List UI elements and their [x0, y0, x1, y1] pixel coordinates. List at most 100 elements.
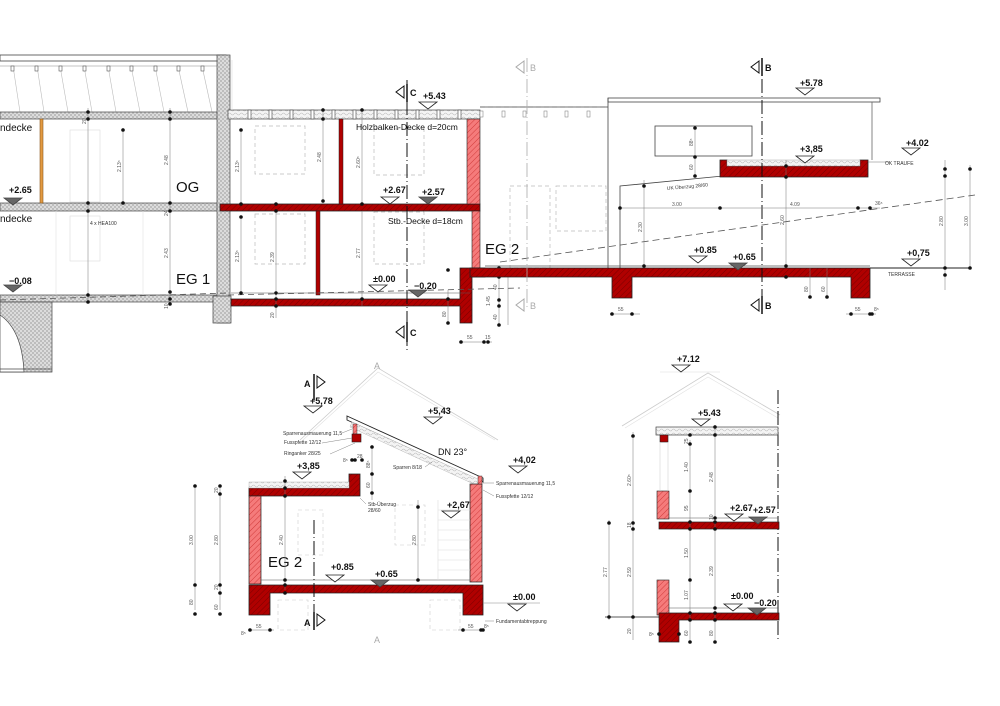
dim-text: 2.60⁵	[627, 474, 633, 486]
section-mark-c: C C	[395, 80, 417, 350]
section-a: A A A A +5,78 +5,43 +4,02 +3,85 +2,67 +0…	[189, 361, 555, 645]
dim-text: 2.60	[780, 215, 786, 225]
ceiling-label: Stb.-Decke d=18cm	[388, 216, 463, 226]
wall-new-masonry	[471, 210, 481, 269]
dim-text: 60	[366, 482, 372, 488]
slab-ground	[248, 584, 484, 616]
note-text: Fusspfette 12/12	[496, 494, 533, 500]
wall-new	[315, 210, 321, 296]
dim-text: 1.40	[684, 462, 690, 472]
note-text: 28/60	[368, 508, 381, 514]
level-label: +4,02	[513, 455, 536, 465]
dim-text: 8⁵	[649, 632, 654, 638]
note-text: 4 x HEA100	[90, 221, 117, 227]
dim-text: 1.50	[684, 548, 690, 558]
level-marker-icon	[507, 603, 527, 612]
level-marker-icon	[441, 510, 461, 519]
dim-text: 95	[684, 505, 690, 511]
level-marker-icon	[508, 465, 528, 474]
section-c: +7.12 +5.43 +2.67 +2.57 ±0.00 −0.20 2.60…	[603, 354, 781, 644]
level-label: −0.20	[414, 281, 437, 291]
dim-text: 2.40	[279, 535, 285, 545]
dim-text: 8⁵	[241, 631, 246, 637]
wall-masonry	[656, 490, 670, 520]
slab-ground	[658, 612, 780, 643]
dim-text: 2.39	[709, 566, 715, 576]
dim-text: 20	[214, 487, 220, 493]
dim-text: 60	[821, 286, 827, 292]
level-marker-icon	[901, 147, 921, 156]
level-label: +5.43	[698, 408, 721, 418]
level-label: +0,75	[907, 248, 930, 258]
dim-text: 55	[468, 624, 474, 630]
wall-right	[469, 483, 483, 583]
dim-text: 55	[855, 307, 861, 313]
note-text: OK TRAUFE	[885, 161, 914, 167]
existing-structure	[0, 54, 232, 373]
level-marker-icon	[292, 471, 312, 480]
section-mark-b: B B B B	[515, 58, 772, 314]
dim-text: 55	[618, 307, 624, 313]
roof-pitch-label: DN 23°	[438, 447, 468, 457]
dim-text: 2.80	[412, 535, 418, 545]
dim-text: 1.07	[684, 590, 690, 600]
dim-text: 36⁵	[875, 201, 883, 207]
level-marker-icon	[303, 405, 323, 414]
main-section: 2.48 2.13⁵ 2.43 20 24 10 ndecke ndecke 4…	[0, 54, 976, 373]
dim-text: 2.77	[356, 248, 362, 258]
level-marker-icon	[408, 289, 428, 298]
level-marker-icon	[418, 196, 438, 205]
level-label: +5,78	[310, 396, 333, 406]
dim-text: 60	[689, 164, 695, 170]
holzbalken-roof	[227, 60, 481, 120]
note-text: Sparrenausmauerung 11,5	[283, 431, 342, 437]
dim-text: 2.13⁵	[235, 250, 241, 262]
level-marker-icon	[418, 101, 438, 110]
level-label: +2.67	[383, 185, 406, 195]
level-label: ±0.00	[731, 591, 753, 601]
left-dimensions	[87, 108, 171, 303]
note-text: Fusspfette 12/12	[284, 440, 321, 446]
dim-text: 25	[684, 438, 690, 444]
level-label: +0.85	[694, 245, 717, 255]
level-label: +0.85	[331, 562, 354, 572]
dim-text: 2.60⁵	[356, 156, 362, 168]
ceiling-label: ndecke	[0, 123, 33, 134]
dim-text: 20	[214, 584, 220, 590]
dim-text: 10	[709, 514, 715, 520]
dim-text: 20	[270, 312, 276, 318]
wall-masonry	[656, 579, 670, 616]
level-label: +3,85	[297, 461, 320, 471]
dim-text: 2.13⁵	[117, 160, 123, 172]
level-label: +2.57	[753, 505, 776, 515]
level-label: −0.20	[754, 598, 777, 608]
dim-text: 24	[164, 210, 170, 216]
level-label: ±0.00	[373, 274, 395, 284]
level-marker-icon	[795, 87, 815, 96]
level-marker-icon	[724, 513, 744, 522]
existing-roof	[0, 54, 227, 113]
dim-text: 2.80	[214, 535, 220, 545]
dim-text: 60	[214, 604, 220, 610]
dim-text: 2.30	[638, 222, 644, 232]
dim-text: 2.13⁵	[235, 160, 241, 172]
section-label: B	[530, 63, 536, 73]
roof-slope	[346, 415, 484, 483]
level-marker-icon	[368, 284, 388, 293]
level-label: +2.57	[422, 187, 445, 197]
section-label: C	[410, 328, 417, 338]
level-marker-icon	[423, 416, 443, 425]
dim-text: 80	[442, 311, 448, 317]
note-text: UK Überzug 28/60	[667, 181, 709, 192]
level-marker-icon	[380, 196, 400, 205]
level-marker-icon	[688, 255, 708, 264]
section-mark-a: A A A A	[304, 361, 380, 645]
dim-text: 80	[189, 599, 195, 605]
section-label: A	[304, 618, 311, 628]
slab-upper-new	[219, 203, 481, 212]
dim-text: 2.48	[164, 155, 170, 165]
wall-new-masonry	[466, 118, 481, 205]
dim-text: 20	[82, 118, 88, 124]
dim-text: 60	[684, 630, 690, 636]
level-label: +0.65	[733, 252, 756, 262]
